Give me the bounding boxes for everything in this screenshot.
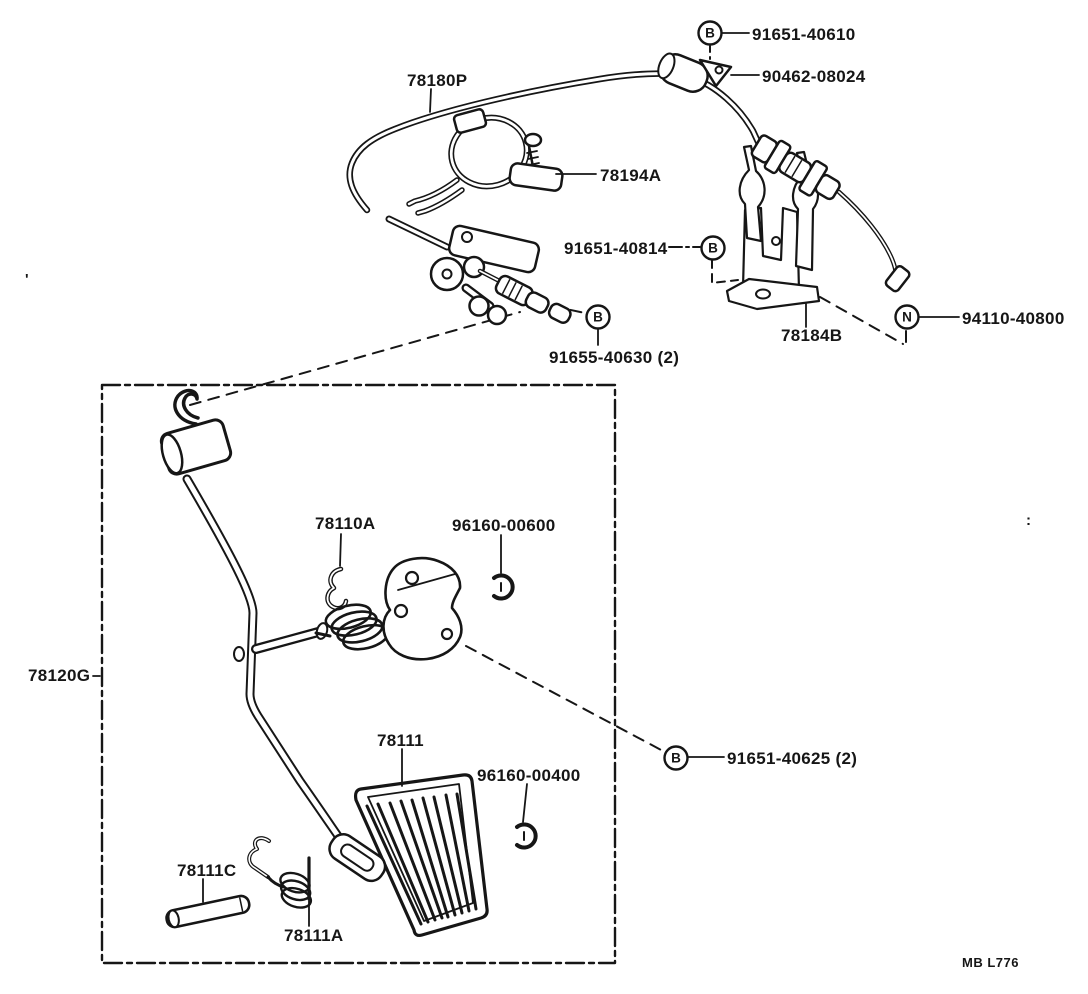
callout-n: N — [894, 304, 920, 330]
label-91651-40610: 91651-40610 — [752, 25, 856, 44]
throttle-lever-drawing — [385, 215, 572, 326]
leader-bracket-to-callout-n — [819, 296, 904, 345]
leader-78110A — [339, 533, 342, 567]
callout-letter: B — [593, 310, 603, 325]
drawing-code: MB L776 — [962, 955, 1019, 970]
label-78180P: 78180P — [407, 71, 467, 90]
part-labels: 78180P 91651-40610 90462-08024 78194A 91… — [28, 25, 1065, 945]
link-clamp-78194A-drawing — [406, 108, 564, 216]
label-78194A: 78194A — [600, 166, 661, 185]
label-96160-00600: 96160-00600 — [452, 516, 556, 535]
callout-letter: B — [708, 241, 718, 256]
cable-adjuster-drawing — [750, 134, 841, 201]
bracket-base-flange — [725, 277, 821, 311]
pin-78111C-drawing — [165, 894, 251, 929]
pad-spring-78111A-drawing — [247, 836, 313, 909]
label-91655-40630: 91655-40630 (2) — [549, 348, 679, 367]
label-91651-40625: 91651-40625 (2) — [727, 749, 857, 768]
assembly-boundary-box — [100, 383, 617, 965]
clamp-foot — [508, 162, 564, 192]
pedal-link-arm-drawing — [159, 388, 387, 883]
clamp-bolt-head — [523, 132, 543, 148]
label-78184B: 78184B — [781, 326, 842, 345]
bracket-left-claw — [738, 144, 766, 243]
leader-hook-to-lever — [189, 311, 521, 406]
arm-top-hook — [173, 388, 200, 426]
callout-b-top: B — [697, 20, 723, 46]
callout-b-mid: B — [700, 235, 726, 261]
cable-clamp-90462-drawing — [657, 52, 733, 93]
label-78111C: 78111C — [177, 861, 236, 880]
label-78120G: 78120G — [28, 666, 90, 685]
label-90462-08024: 90462-08024 — [762, 67, 866, 86]
label-96160-00400: 96160-00400 — [477, 766, 581, 785]
label-91651-40814: 91651-40814 — [564, 239, 668, 258]
stray-mark-left: ' — [25, 271, 29, 288]
dashed-leader-lines — [189, 45, 907, 752]
eclip-96160-00400-drawing — [515, 822, 538, 850]
label-94110-40800: 94110-40800 — [962, 309, 1065, 328]
callout-letter: N — [902, 310, 912, 325]
callout-b-lever: B — [585, 304, 611, 330]
leader-callout-b-to-bracket — [711, 259, 739, 284]
leader-78180P — [429, 88, 432, 113]
solid-leader-lines — [92, 32, 960, 927]
pedal-pad-78111-drawing — [353, 773, 489, 938]
pedal-pad-ribs — [365, 792, 478, 926]
eclip-96160-00600-drawing — [492, 573, 515, 601]
callout-badges: B B B N B — [585, 20, 920, 771]
callout-letter: B — [705, 26, 715, 41]
callout-letter: B — [671, 751, 681, 766]
callout-b-lower: B — [663, 745, 689, 771]
label-78111A: 78111A — [284, 926, 343, 945]
leader-plate-to-callout-b — [465, 645, 664, 752]
label-78111: 78111 — [377, 731, 424, 750]
stray-mark-right: : — [1026, 512, 1031, 529]
label-78110A: 78110A — [315, 514, 375, 533]
return-spring-78110A-drawing — [314, 566, 390, 651]
link-support-plate-drawing — [382, 556, 463, 661]
cable-end-drawing — [836, 189, 911, 293]
leader-96160-00400 — [522, 783, 528, 823]
